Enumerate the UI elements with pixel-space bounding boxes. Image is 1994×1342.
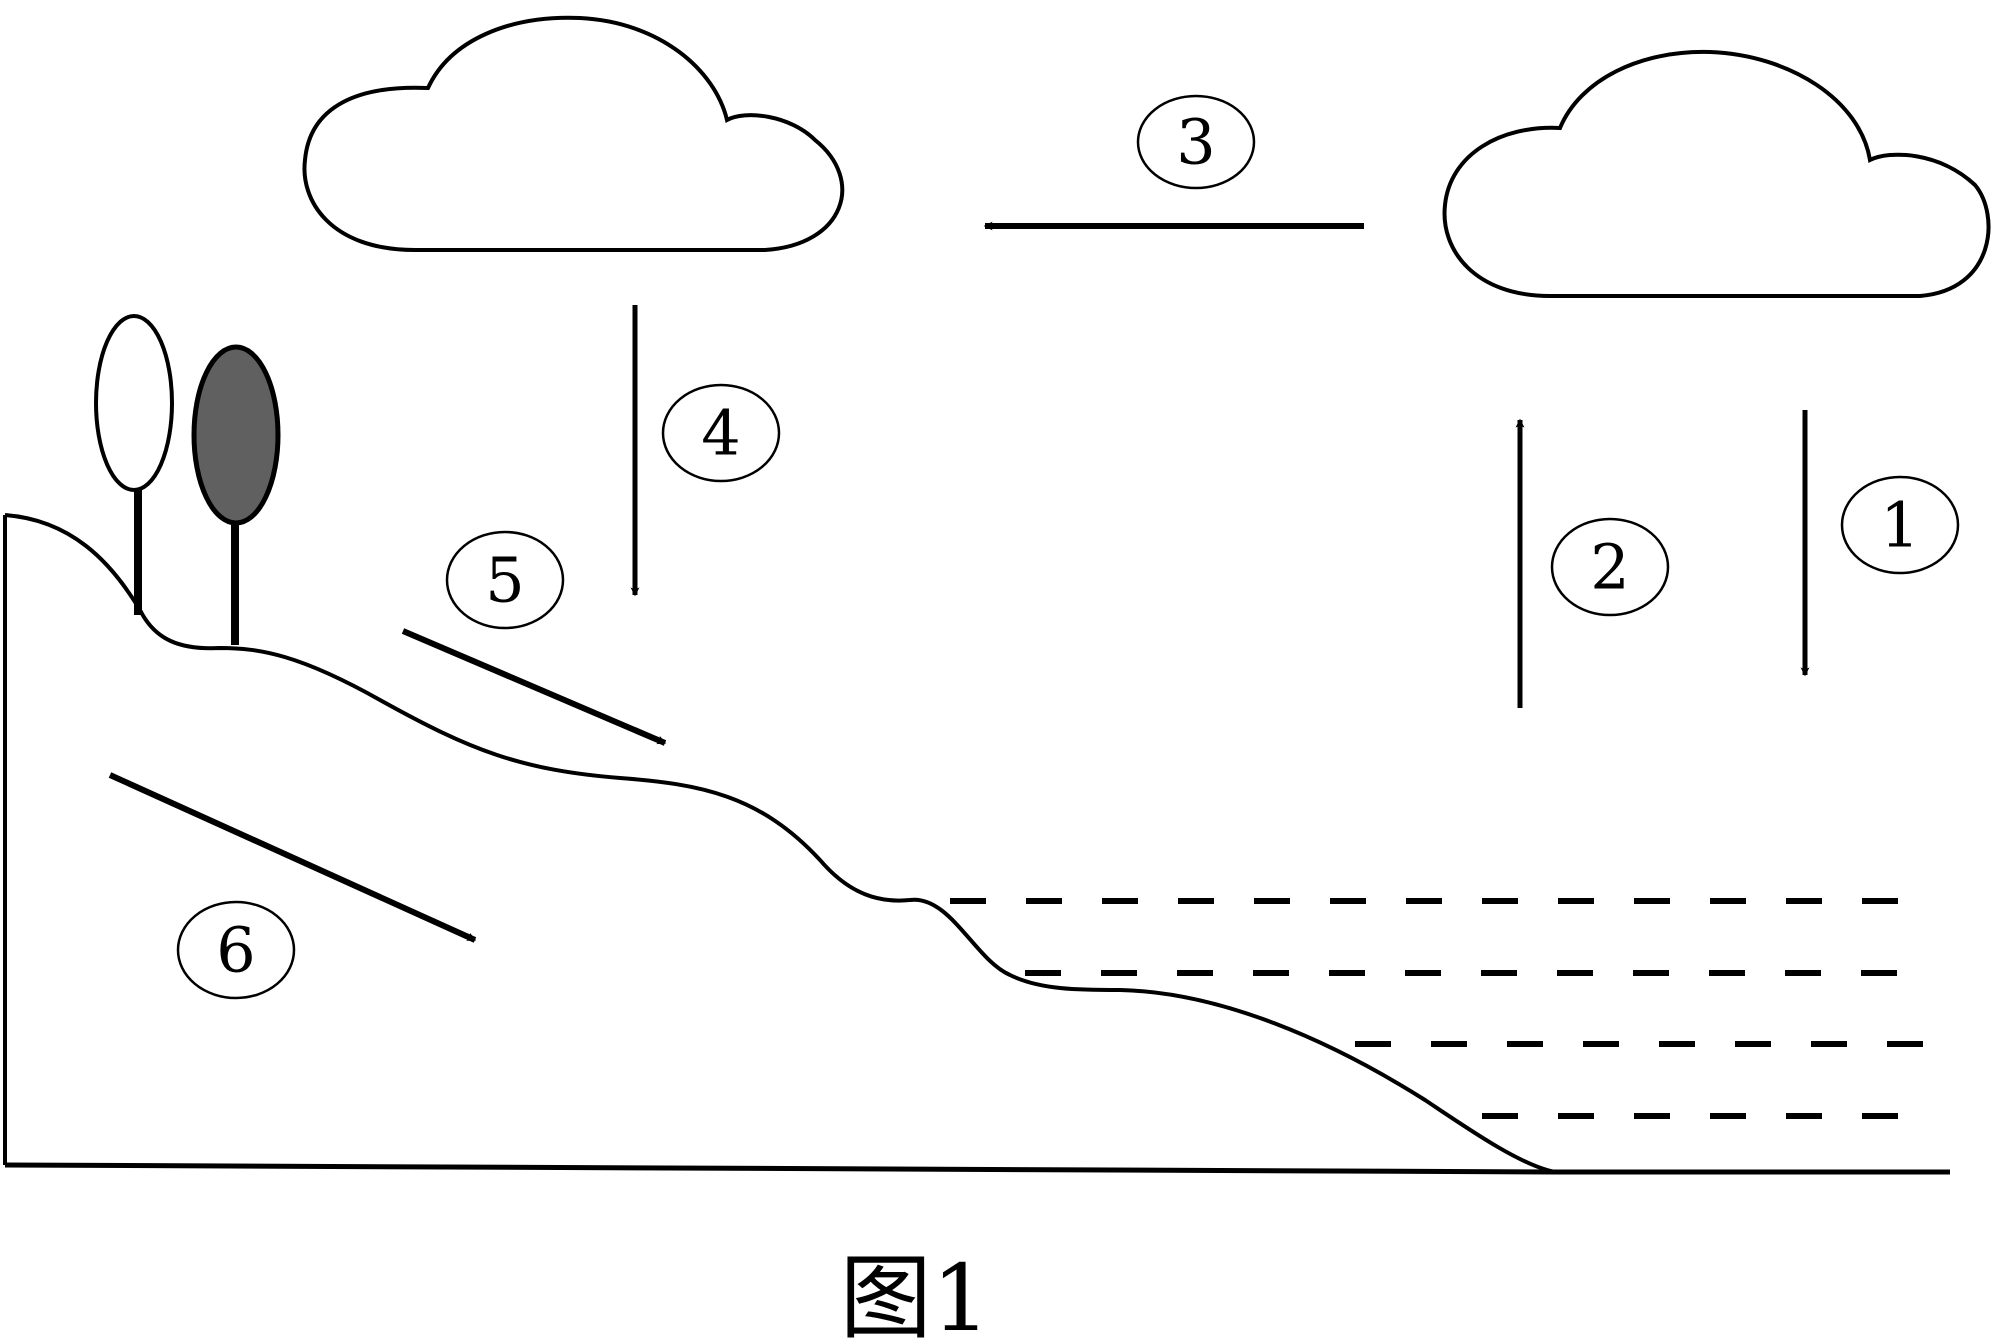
label-process-6: 6: [176, 900, 296, 1000]
tree-crown: [94, 314, 174, 492]
tree-crown: [191, 344, 281, 526]
label-process-3: 3: [1136, 94, 1256, 190]
label-process-6-text: 6: [216, 914, 255, 987]
tree-light: [94, 314, 174, 615]
figure-caption: 图1: [840, 1245, 991, 1342]
land-cloud: [302, 15, 845, 252]
sea-cloud: [1442, 49, 1991, 298]
label-process-1: 1: [1840, 475, 1960, 575]
label-process-2-text: 2: [1590, 531, 1629, 604]
land-surface: [4, 513, 1556, 1174]
label-process-4: 4: [661, 383, 781, 483]
label-process-5: 5: [445, 530, 565, 630]
arrow-process-6: [108, 772, 477, 943]
label-process-2: 2: [1550, 517, 1670, 617]
label-process-4-text: 4: [701, 397, 740, 470]
label-process-1-text: 1: [1880, 489, 1919, 562]
tree-dark: [191, 344, 281, 645]
label-process-5-text: 5: [485, 544, 524, 617]
ground-baseline: [4, 1162, 1556, 1175]
arrow-process-5: [401, 628, 667, 746]
sea: [950, 898, 1930, 1119]
label-process-3-text: 3: [1176, 106, 1215, 179]
